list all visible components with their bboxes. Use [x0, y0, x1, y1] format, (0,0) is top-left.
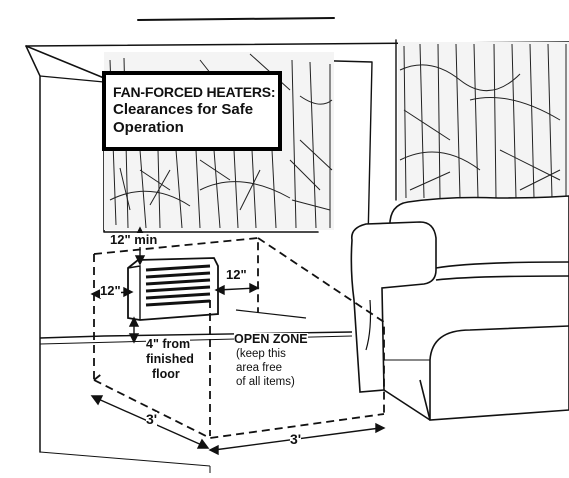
depth-bottom-label: 3'	[290, 431, 302, 447]
title-line-1: FAN-FORCED HEATERS:	[113, 84, 276, 100]
left-clearance-label: 12"	[100, 283, 121, 298]
title-line-3: Operation	[113, 119, 184, 136]
left-wall-top	[25, 45, 105, 149]
depth-left-label: 3'	[146, 411, 158, 427]
heater	[127, 257, 219, 321]
floor-clearance-line-2: finished	[146, 352, 194, 367]
top-clearance-label: 12" min	[110, 232, 158, 247]
window-view-right	[398, 42, 569, 202]
floor-lines	[39, 331, 353, 473]
open-zone-note-2: area free	[236, 362, 283, 375]
open-zone-note-3: of all items)	[236, 376, 295, 389]
sofa	[350, 195, 569, 421]
title-line-2: Clearances for Safe	[113, 101, 254, 118]
open-zone-title: OPEN ZONE	[234, 332, 308, 347]
window-frame-left	[39, 75, 105, 83]
diagram-title-box: FAN-FORCED HEATERS: Clearances for Safe …	[102, 71, 282, 151]
open-zone-note-1: (keep this	[236, 348, 286, 361]
right-clearance-label: 12"	[226, 267, 247, 282]
left-wall-post	[25, 45, 41, 453]
floor-clearance-line-1: 4" from	[146, 337, 191, 352]
ceiling-line	[137, 17, 335, 21]
dimension-arrows	[90, 226, 386, 456]
sofa-seam	[365, 299, 372, 351]
floor-clearance-line-3: floor	[152, 367, 180, 382]
